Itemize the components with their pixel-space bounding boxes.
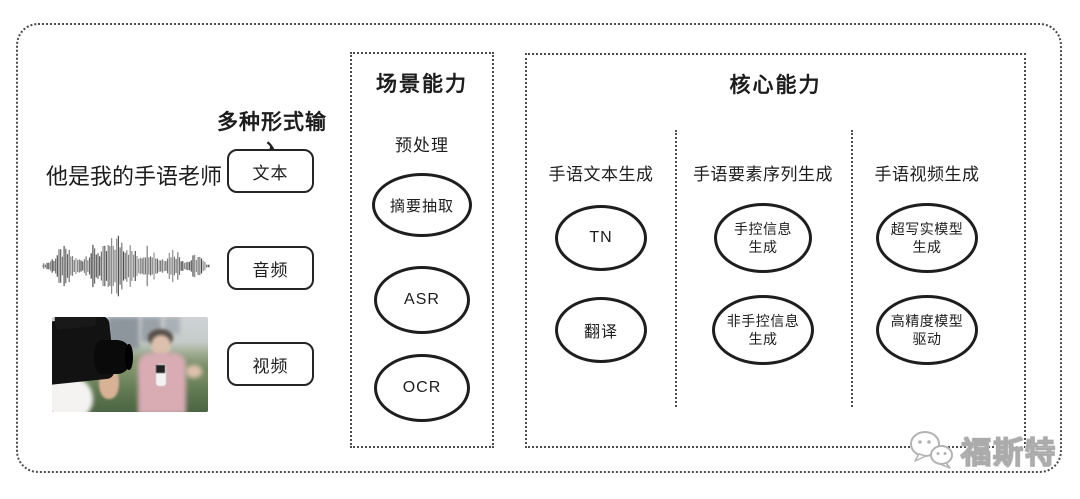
- audio-waveform: [42, 235, 210, 297]
- scene-capability-panel: 场景能力 预处理 摘要抽取 ASR OCR: [350, 52, 494, 448]
- photo-reporter-hand: [186, 364, 202, 378]
- watermark: 福斯特: [908, 428, 1057, 472]
- sample-sentence: 他是我的手语老师: [46, 164, 223, 189]
- node-non-manual-info-generation: 非手控信息 生成: [712, 295, 814, 365]
- node-ocr: OCR: [374, 354, 470, 422]
- node-manual-info-generation: 手控信息 生成: [714, 203, 812, 273]
- core-panel-title: 核心能力: [729, 74, 822, 97]
- photo-microphone-logo: [156, 365, 166, 374]
- column-divider: [851, 130, 853, 407]
- input-type-text: 文本: [227, 149, 314, 193]
- outer-dotted-border: [16, 23, 1062, 473]
- wechat-icon: [910, 431, 953, 469]
- node-summary-extraction: 摘要抽取: [372, 173, 472, 237]
- node-translation: 翻译: [555, 297, 647, 363]
- node-high-precision-model-driving: 高精度模型 驱动: [876, 295, 978, 365]
- input-type-audio: 音频: [227, 246, 314, 290]
- scene-panel-title: 场景能力: [376, 73, 468, 96]
- video-thumbnail-photo: [52, 317, 208, 412]
- node-tn: TN: [555, 205, 647, 271]
- watermark-text: 福斯特: [960, 436, 1057, 470]
- preprocess-label: 预处理: [395, 136, 449, 155]
- photo-reporter-face: [151, 335, 171, 356]
- node-asr: ASR: [374, 266, 470, 334]
- photo-microphone: [155, 363, 166, 387]
- column-divider: [675, 130, 677, 407]
- photo-camera-lens: [94, 339, 132, 374]
- photo-camera-lens-ring: [125, 343, 134, 371]
- core-capability-panel: 核心能力 手语文本生成 手语要素序列生成 手语视频生成 TN 翻译 手控信息 生…: [525, 53, 1026, 448]
- col-header-sign-text-generation: 手语文本生成: [548, 165, 654, 184]
- col-header-sign-video-generation: 手语视频生成: [874, 165, 980, 184]
- col-header-sign-element-sequence-generation: 手语要素序列生成: [693, 165, 833, 184]
- node-hyperrealistic-model-generation: 超写实模型 生成: [876, 203, 978, 273]
- input-type-video: 视频: [227, 342, 314, 386]
